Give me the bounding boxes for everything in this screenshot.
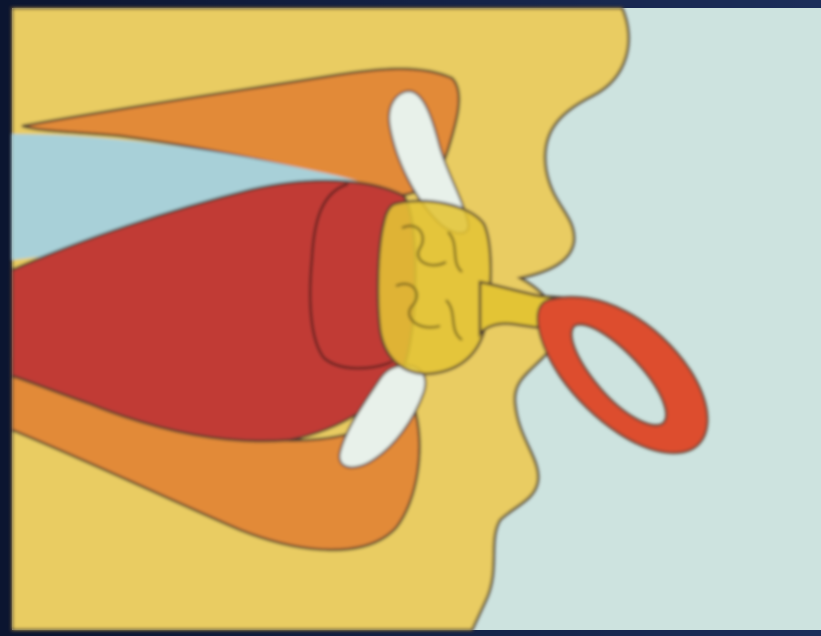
pacifier-nipple <box>378 201 491 374</box>
